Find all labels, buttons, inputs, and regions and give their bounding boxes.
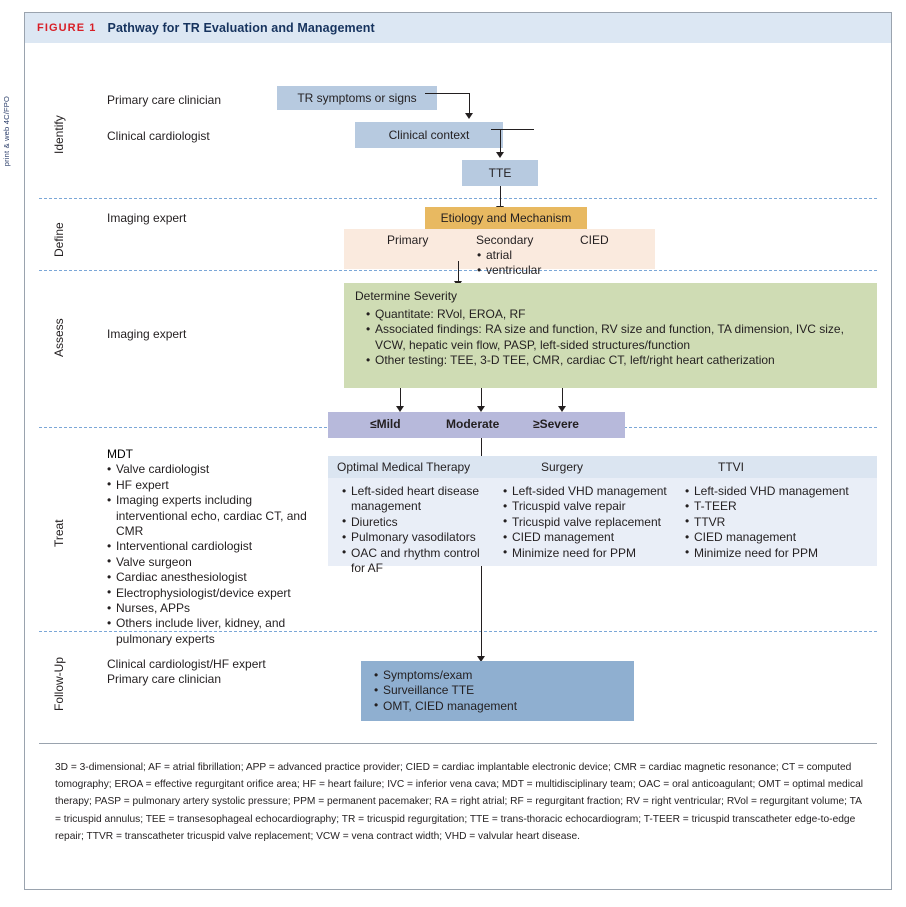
list-item: atrial [477,247,541,263]
treatment-list-surgery: Left-sided VHD management Tricuspid valv… [503,483,683,561]
connector-symptoms-context-v [469,93,470,114]
list-item: Minimize need for PPM [685,545,870,561]
list-item: Quantitate: RVol, EROA, RF [366,306,871,322]
connector-treat-followup [481,566,482,658]
followup-list: Symptoms/exam Surveillance TTE OMT, CIED… [374,667,517,714]
divider-treat-followup [39,631,877,632]
list-item: T-TEER [685,499,870,515]
list-item: Left-sided VHD management [685,483,870,499]
panel-severity-grades: ≤Mild Moderate ≥Severe [328,412,625,438]
treatment-header-band: Optimal Medical Therapy Surgery TTVI [328,456,877,478]
panel-followup: Symptoms/exam Surveillance TTE OMT, CIED… [361,661,634,721]
treatment-list-ttvi: Left-sided VHD management T-TEER TTVR CI… [685,483,870,561]
connector-symptoms-context-h [425,93,469,94]
production-mark: print & web 4C/FPO [2,96,11,167]
connector-tte-etiology [500,186,501,208]
severity-severe-label: ≥Severe [533,417,579,431]
stage-label-assess: Assess [52,318,66,358]
mdt-block: MDT Valve cardiologist HF expert Imaging… [107,447,322,647]
connector-assess-moderate [481,388,482,408]
stage-label-define: Define [52,222,66,258]
flowchart-canvas: Identify Define Assess Treat Follow-Up P… [25,43,891,743]
list-item: Left-sided VHD management [503,483,683,499]
arrowhead-assess-severe [558,406,566,412]
list-item: Cardiac anesthesiologist [107,570,322,586]
divider-identify-define [39,198,877,199]
treatment-list-omt: Left-sided heart disease management Diur… [342,484,492,576]
list-item: Tricuspid valve replacement [503,514,683,530]
list-item: Tricuspid valve repair [503,499,683,515]
list-item: TTVR [685,514,870,530]
list-item: Associated findings: RA size and functio… [366,322,871,353]
node-tr-symptoms: TR symptoms or signs [277,86,437,110]
role-primary-care-clinician-fu: Primary care clinician [107,672,222,687]
arrowhead-assess-moderate [477,406,485,412]
arrowhead-treat-followup [477,656,485,662]
list-item: Surveillance TTE [374,683,517,699]
figure-title: Pathway for TR Evaluation and Management [107,21,375,35]
role-clinical-cardiologist: Clinical cardiologist [107,129,210,143]
list-item: Electrophysiologist/device expert [107,585,322,601]
mdt-title: MDT [107,447,133,461]
stage-label-identify: Identify [52,115,66,155]
arrowhead-assess-mild [396,406,404,412]
connector-assess-severe [562,388,563,408]
role-imaging-expert-define: Imaging expert [107,211,187,225]
followup-roles: Clinical cardiologist/HF expert Primary … [107,657,266,688]
connector-assess-mild [400,388,401,408]
list-item: Other testing: TEE, 3-D TEE, CMR, cardia… [366,353,871,369]
arrowhead-context-tte [496,152,504,158]
node-etiology-and-mechanism: Etiology and Mechanism [425,207,587,229]
list-item: Imaging experts including interventional… [107,493,322,539]
role-imaging-expert-assess: Imaging expert [107,327,187,341]
list-item: Minimize need for PPM [503,545,683,561]
list-item: Left-sided heart disease management [342,484,492,515]
treatment-column-header-ttvi: TTVI [718,460,744,474]
treatment-column-header-omt: Optimal Medical Therapy [337,460,471,474]
figure-title-bar: FIGURE 1 Pathway for TR Evaluation and M… [25,13,891,43]
stage-label-treat: Treat [52,519,66,547]
list-item: CIED management [685,530,870,546]
etiology-secondary-list: atrial ventricular [477,247,541,279]
list-item: Nurses, APPs [107,601,322,617]
etiology-cied-label: CIED [580,233,609,247]
list-item: Interventional cardiologist [107,539,322,555]
node-clinical-context: Clinical context [355,122,503,148]
treatment-column-header-surgery: Surgery [541,460,584,474]
stage-label-followup: Follow-Up [52,657,66,712]
severity-mild-label: ≤Mild [370,417,401,431]
list-item: ventricular [477,263,541,279]
severity-moderate-label: Moderate [446,417,500,431]
arrowhead-symptoms-context [465,113,473,119]
panel-etiology-categories: Primary Secondary CIED atrial ventricula… [344,229,655,279]
list-item: HF expert [107,477,322,493]
role-clinical-cardiologist-hf: Clinical cardiologist/HF expert [107,657,266,671]
etiology-secondary-label: Secondary [476,233,534,247]
determine-severity-title: Determine Severity [355,289,458,303]
connector-context-tte-v [500,129,501,153]
list-item: Valve surgeon [107,554,322,570]
node-tte: TTE [462,160,538,186]
figure-frame: FIGURE 1 Pathway for TR Evaluation and M… [24,12,892,890]
etiology-primary-label: Primary [387,233,429,247]
determine-severity-list: Quantitate: RVol, EROA, RF Associated fi… [366,306,871,369]
connector-context-tte-h [491,129,534,130]
abbreviations-footnote: 3D = 3-dimensional; AF = atrial fibrilla… [55,762,864,842]
list-item: OAC and rhythm control for AF [342,545,492,577]
footnote-rule [39,743,877,744]
connector-define-assess [458,261,459,283]
panel-determine-severity: Determine Severity Quantitate: RVol, ERO… [344,283,877,388]
list-item: Diuretics [342,514,492,530]
list-item: Others include liver, kidney, and pulmon… [107,616,322,647]
list-item: OMT, CIED management [374,698,517,714]
treatment-body-panel: Left-sided heart disease management Diur… [328,478,877,575]
role-primary-care-clinician: Primary care clinician [107,93,222,107]
mdt-list: Valve cardiologist HF expert Imaging exp… [107,462,322,647]
connector-severity-treat [481,438,482,458]
list-item: Pulmonary vasodilators [342,530,492,546]
list-item: CIED management [503,530,683,546]
figure-number: FIGURE 1 [37,22,97,34]
list-item: Symptoms/exam [374,667,517,683]
list-item: Valve cardiologist [107,462,322,478]
